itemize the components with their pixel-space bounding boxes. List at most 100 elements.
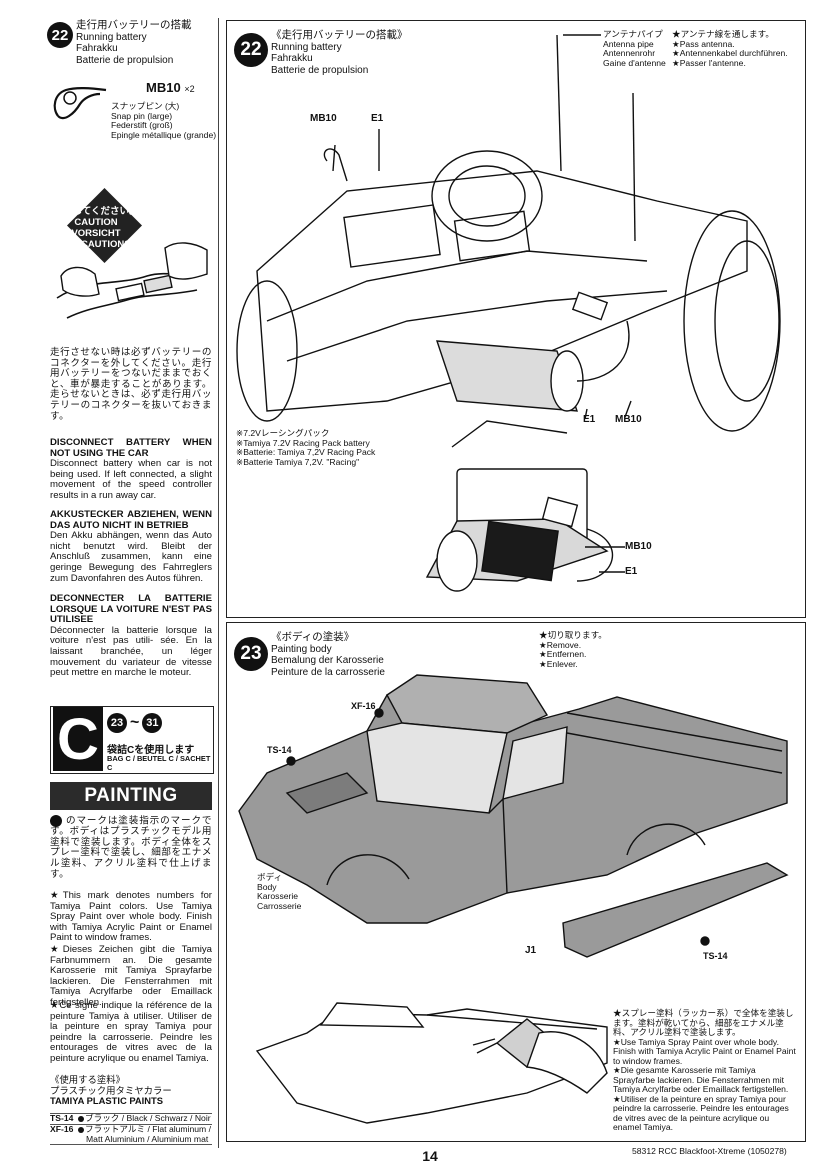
column-divider <box>218 18 219 1148</box>
paint-name-line2: Matt Aluminium / Aluminium mat <box>86 1133 209 1144</box>
caution-label: 注意してください。 CAUTION VORSICHT PRECAUTIONS <box>53 206 139 250</box>
step-title-fr: Batterie de propulsion <box>76 54 174 66</box>
caution-en: CAUTION <box>74 217 118 228</box>
step23-title-fr: Peinture de la carrosserie <box>271 666 385 678</box>
range-start-badge: 23 <box>107 713 127 733</box>
remove-jp: ★切り取ります。 <box>539 630 607 640</box>
range-end-badge: 31 <box>142 713 163 733</box>
antenna-pipe-label: アンテナパイプ Antenna pipe Antennenrohr Gaine … <box>603 29 666 68</box>
antenna-fr: Gaine d'antenne <box>603 57 666 68</box>
part-code: MB10 <box>146 80 181 95</box>
warning-en-body: Disconnect battery when car is not being… <box>50 458 212 501</box>
antenna-jp: アンテナパイプ <box>603 29 663 39</box>
battery-fr: ※Batterie Tamiya 7,2V. "Racing" <box>236 456 360 467</box>
step-23-titles: 《ボディの塗装》 Painting body Bemalung der Karo… <box>271 631 385 678</box>
warning-jp: 走行させない時は必ずバッテリーのコネクターを外してください。走行用バッテリーをつ… <box>50 347 212 422</box>
step23-title-de: Bemalung der Karosserie <box>271 655 384 666</box>
paint-name: ブラック / Black / Schwarz / Noir <box>85 1113 211 1123</box>
label-mb10-top: MB10 <box>310 113 337 124</box>
j1-label: J1 <box>525 945 537 956</box>
antenna-note: ★アンテナ線を通します。 ★Pass antenna. ★Antennenkab… <box>672 29 788 68</box>
warning-fr-head: DECONNECTER LA BATTERIE LORSQUE LA VOITU… <box>50 593 212 626</box>
xf16-label: XF-16 <box>351 701 376 711</box>
main-title-jp: 《走行用バッテリーの搭載》 <box>271 29 408 41</box>
spray-en: ★Use Tamiya Spray Paint over whole body.… <box>613 1036 796 1066</box>
warning-de-body: Den Akku abhängen, wenn das Auto nicht b… <box>50 530 212 584</box>
painting-heading: PAINTING <box>50 782 212 810</box>
body-jp: ボディ <box>257 872 283 882</box>
paints-heading: 《使用する塗料》 プラスチック用タミヤカラー TAMIYA PLASTIC PA… <box>50 1074 172 1107</box>
step23-title-en: Painting body <box>271 643 332 655</box>
paint-table: TS-14 ブラック / Black / Schwarz / Noir XF-1… <box>50 1113 212 1146</box>
warning-fr-body: Déconnecter la batterie lorsque la voitu… <box>50 624 212 679</box>
caution-de: VORSICHT <box>71 228 121 239</box>
warning-en-head: DISCONNECT BATTERY WHEN NOT USING THE CA… <box>50 437 212 459</box>
antenna-en: Antenna pipe <box>603 38 654 49</box>
bag-letter: C <box>53 707 103 772</box>
bag-en: BAG C / BEUTEL C / SACHET C <box>107 754 211 772</box>
painting-de: ★Dieses Zeichen gibt die Tamiya Farbnumm… <box>50 944 212 1008</box>
range-sep: ~ <box>130 714 140 731</box>
warning-fr: DECONNECTER LA BATTERIE LORSQUE LA VOITU… <box>50 593 212 679</box>
remove-fr: ★Enlever. <box>539 658 578 669</box>
spray-de: ★Die gesamte Karosserie mit Tamiya Spray… <box>613 1065 789 1094</box>
snap-pin-illustration <box>53 87 107 120</box>
footer-ref: 58312 RCC Blackfoot-Xtreme (1050278) <box>632 1146 787 1156</box>
part-names: スナップピン (大) Snap pin (large) Federstift (… <box>111 101 216 140</box>
pickup-body-illustration <box>238 674 789 1124</box>
battery-de: ※Batterie: Tamiya 7,2V Racing Pack <box>236 447 376 457</box>
step-title-de: Fahrakku <box>76 43 118 54</box>
caution-illustration: 注意してください。 CAUTION VORSICHT PRECAUTIONS <box>47 178 212 336</box>
paint-code: XF-16 <box>50 1123 74 1134</box>
label-e1-detail: E1 <box>625 566 638 577</box>
ts14-label-cover: TS-14 <box>703 951 728 961</box>
spray-jp: ★スプレー塗料（ラッカー系）で全体を塗装します。塗料が乾いてから、細部をエナメル… <box>613 1008 794 1037</box>
paint-name: フラットアルミ / Flat aluminum / <box>85 1123 211 1134</box>
part-qty: ×2 <box>184 84 195 94</box>
paint-code: TS-14 <box>50 1113 74 1123</box>
battery-note: ※7.2Vレーシングパック ※Tamiya 7.2V Racing Pack b… <box>236 428 376 467</box>
battery-jp: ※7.2Vレーシングパック <box>236 428 330 438</box>
antenna-note-de: ★Antennenkabel durchführen. <box>672 48 788 58</box>
paints-head-en: TAMIYA PLASTIC PAINTS <box>50 1095 164 1106</box>
page-number: 14 <box>422 1148 438 1164</box>
step23-title-jp: 《ボディの塗装》 <box>271 631 355 643</box>
warning-de: AKKUSTECKER ABZIEHEN, WENN DAS AUTO NICH… <box>50 509 212 584</box>
battery-en: ※Tamiya 7.2V Racing Pack battery <box>236 437 370 448</box>
step-23-panel: 23 《ボディの塗装》 Painting body Bemalung der K… <box>226 622 806 1142</box>
paint-dot-icon <box>78 1126 84 1133</box>
body-de: Karosserie <box>257 891 299 901</box>
label-e1-bottom: E1 <box>583 414 596 425</box>
warning-jp-text: 走行させない時は必ずバッテリーのコネクターを外してください。走行用バッテリーをつ… <box>50 347 212 422</box>
warning-de-head: AKKUSTECKER ABZIEHEN, WENN DAS AUTO NICH… <box>50 509 212 531</box>
painting-jp-text: のマークは塗装指示のマークです。ボディはプラスチックモデル用塗料で塗装します。ボ… <box>50 815 213 880</box>
spray-fr: ★Utiliser de la peinture en spray Tamiya… <box>613 1093 789 1132</box>
bag-jp: 袋詰Cを使用します <box>107 745 195 756</box>
label-e1-top: E1 <box>371 113 384 124</box>
remove-de: ★Entfernen. <box>539 649 587 659</box>
remove-en: ★Remove. <box>539 639 582 650</box>
antenna-de: Antennenrohr <box>603 48 656 58</box>
part-name-en: Snap pin (large) <box>111 110 173 121</box>
step-23-badge: 23 <box>234 637 268 671</box>
step-22-badge: 22 <box>47 22 73 48</box>
paint-dot-icon <box>78 1115 84 1122</box>
caution-jp: 注意してください。 <box>53 206 139 217</box>
antenna-note-en: ★Pass antenna. <box>672 38 735 49</box>
bag-c-panel: C 23 ~ 31 袋詰Cを使用します BAG C / BEUTEL C / S… <box>50 706 214 774</box>
step-title-en: Running battery <box>76 31 147 43</box>
step-22-panel: 22 《走行用バッテリーの搭載》 Running battery Fahrakk… <box>226 20 806 618</box>
remove-note: ★切り取ります。 ★Remove. ★Entfernen. ★Enlever. <box>539 630 607 669</box>
part-name-jp: スナップピン (大) <box>111 101 180 111</box>
caution-fr: PRECAUTIONS <box>61 239 131 250</box>
warning-en: DISCONNECT BATTERY WHEN NOT USING THE CA… <box>50 437 212 502</box>
body-fr: Carrosserie <box>257 900 302 911</box>
step-22-sidebar-titles: 走行用バッテリーの搭載 Running battery Fahrakku Bat… <box>76 19 192 66</box>
painting-jp: のマークは塗装指示のマークです。ボディはプラスチックモデル用塗料で塗装します。ボ… <box>50 815 212 880</box>
main-title-fr: Batterie de propulsion <box>271 64 369 76</box>
main-title-en: Running battery <box>271 41 342 53</box>
painting-fr: ★Ce signe indique la référence de la pei… <box>50 1000 212 1064</box>
part-name-de: Federstift (groß) <box>111 120 173 130</box>
label-mb10-detail: MB10 <box>625 541 652 552</box>
antenna-note-fr: ★Passer l'antenne. <box>672 57 746 68</box>
